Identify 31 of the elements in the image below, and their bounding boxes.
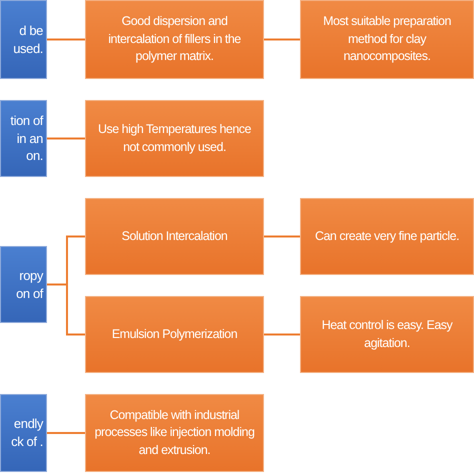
connector-line [264, 334, 300, 336]
connector-line [47, 38, 85, 40]
box-text: endly ck of . [10, 415, 43, 451]
box-text: Emulsion Polymerization [112, 326, 238, 343]
method-box [85, 0, 264, 79]
category-box [0, 100, 47, 177]
box-text: Compatible with industrial processes like injection molding and extrusion. [94, 406, 254, 459]
category-box [0, 0, 47, 79]
connector-line [264, 236, 300, 238]
box-text: Good dispersion and intercalation of fillers in the polymer matrix. [107, 13, 242, 66]
note-box [300, 296, 474, 373]
category-box [0, 246, 47, 323]
box-text: Solution Intercalation [122, 228, 228, 245]
box-text: ropy on of [15, 266, 43, 302]
box-text: tion of in an on. [9, 112, 43, 165]
connector-line [47, 284, 85, 336]
box-text: Most suitable preparation method for clay nanocomposites. [322, 13, 452, 66]
box-text: Heat control is easy. Easy agitation. [320, 317, 454, 352]
method-box [85, 394, 264, 472]
connector-line [264, 38, 300, 40]
box-text: Use high Temperatures hence not commonly used. [96, 121, 252, 156]
category-box [0, 394, 47, 472]
connector-line [47, 138, 85, 140]
method-box [85, 296, 264, 373]
note-box [300, 198, 474, 275]
box-text: d be used. [12, 22, 43, 58]
method-box [85, 198, 264, 275]
note-box [300, 0, 474, 79]
method-box [85, 100, 264, 177]
box-text: Can create very fine particle. [314, 228, 460, 245]
connector-line [47, 432, 85, 434]
